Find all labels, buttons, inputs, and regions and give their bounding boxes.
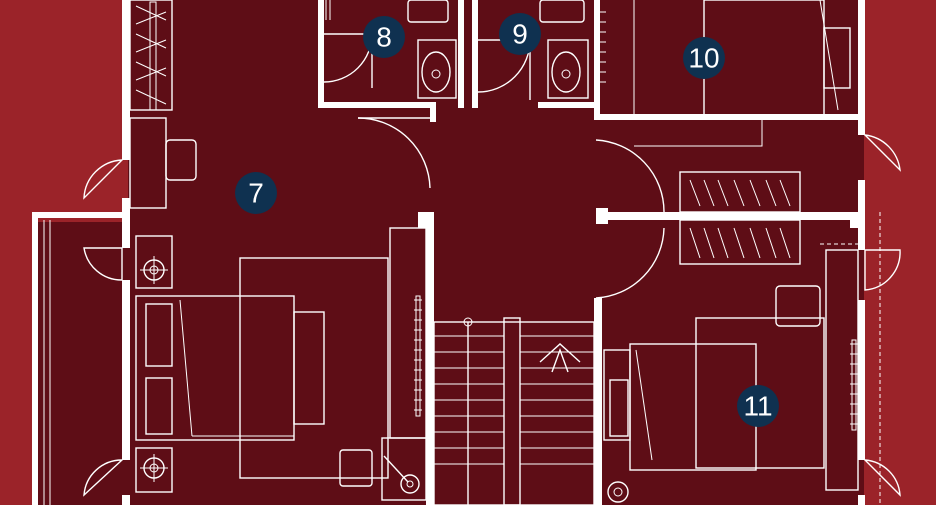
bed-room-7	[135, 235, 389, 493]
walls	[32, 0, 865, 505]
floor-areas	[36, 0, 864, 505]
room-marker-11: 11	[737, 385, 779, 427]
balcony-railing	[43, 220, 51, 505]
room-label-8: 8	[376, 22, 392, 53]
room-label-7: 7	[248, 178, 264, 209]
bed-room-11	[603, 212, 901, 505]
room-label-10: 10	[688, 43, 719, 74]
bedside-lamps	[140, 256, 629, 503]
room-label-11: 11	[743, 391, 772, 422]
room-marker-9: 9	[499, 13, 541, 55]
wardrobe-room-7-right	[339, 227, 427, 501]
room-marker-8: 8	[363, 16, 405, 58]
corridor-doors	[357, 117, 665, 299]
left-doors	[83, 159, 124, 497]
desk-room-7	[129, 117, 197, 209]
room-marker-7: 7	[235, 172, 277, 214]
closet-center	[679, 171, 862, 265]
staircase	[433, 317, 595, 505]
room-marker-10: 10	[683, 37, 725, 79]
wardrobe-top-left	[129, 0, 173, 111]
room-label-9: 9	[512, 19, 528, 50]
